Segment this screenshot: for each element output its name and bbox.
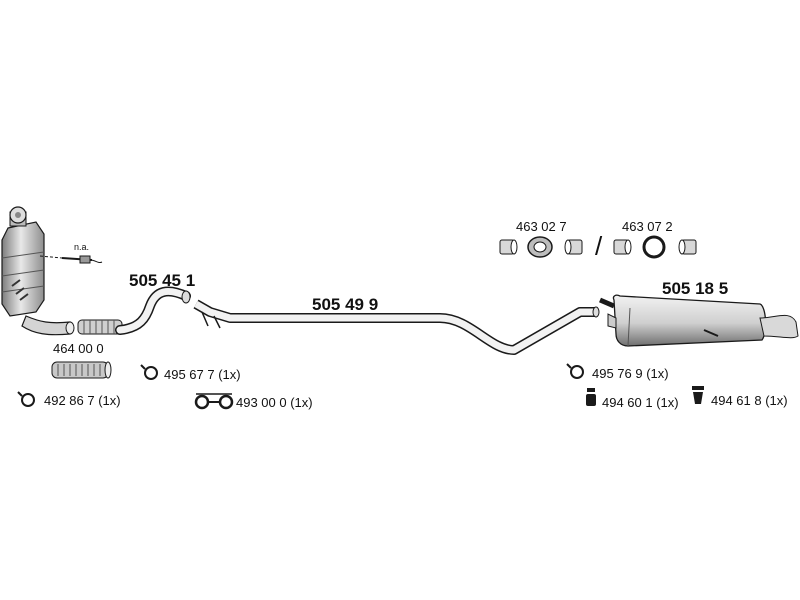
flex-pipe-attached[interactable] [77,319,123,335]
sensor-leader [39,255,103,264]
catalytic-converter-icon[interactable] [1,206,75,336]
clamp-icon [17,391,35,407]
flex-pipe-icon[interactable] [51,361,112,379]
clamp-kit-a-label: 463 02 7 [516,219,567,234]
gasket-icon [194,393,234,410]
gasket-label: 493 00 0 (1x) [236,395,313,410]
clamp-kit-b-label: 463 07 2 [622,219,673,234]
separator-label: / [595,231,603,261]
rubber-mount-a-label: 494 60 1 (1x) [602,395,679,410]
rubber-mount-icon [692,386,704,404]
clamp-icon [566,363,584,379]
clamp-rear-label: 495 76 9 (1x) [592,366,669,381]
muffler-icon[interactable] [599,294,799,347]
clamp-front-label: 492 86 7 (1x) [44,393,121,408]
clamp-mid-label: 495 67 7 (1x) [164,367,241,382]
rubber-mount-b-label: 494 61 8 (1x) [711,393,788,408]
middle-pipe-label: 505 49 9 [312,295,379,314]
rear-muffler-label: 505 18 5 [662,279,729,298]
clamp-kit-b-icon [613,235,697,259]
front-pipe[interactable] [115,286,191,335]
clamp-kit-a-icon [499,236,583,258]
rubber-mount-icon [586,388,596,406]
flex-pipe-label: 464 00 0 [53,341,104,356]
middle-pipe[interactable] [193,299,600,355]
front-pipe-label: 505 45 1 [129,271,196,290]
clamp-icon [140,364,158,380]
sensor-note-label: n.a. [74,242,90,252]
